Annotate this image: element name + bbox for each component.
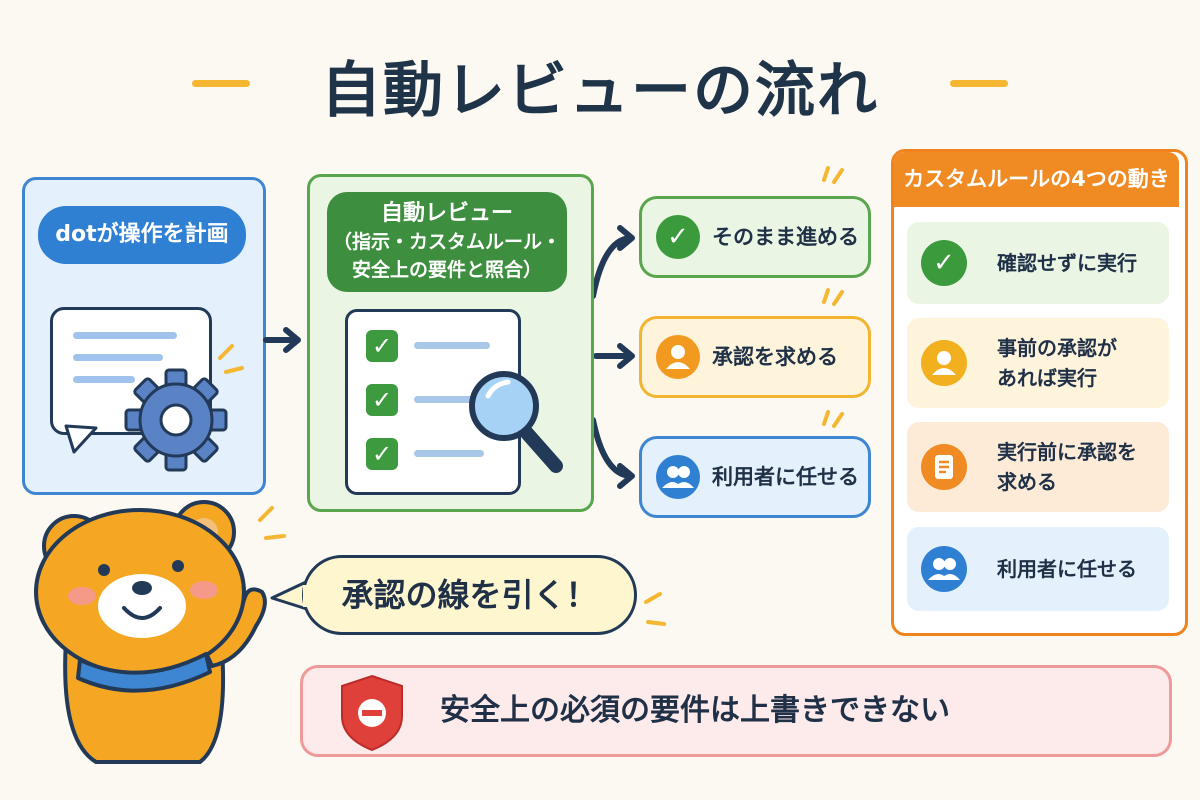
custom-rules-heading: カスタムルールの4つの動き	[894, 152, 1179, 207]
speech-bubble: 承認の線を引く！	[302, 555, 637, 635]
bubble-line	[73, 376, 135, 383]
bear-muzzle	[98, 574, 186, 638]
bubble-line	[73, 354, 163, 361]
warning-banner	[300, 665, 1172, 757]
rule-label-line: 求める	[997, 470, 1057, 494]
review-label: 自動レビュー （指示・カスタムルール・ 安全上の要件と照合）	[327, 192, 567, 292]
review-detail-1: （指示・カスタムルール・	[332, 231, 561, 253]
title-dash-right	[950, 80, 1008, 87]
bear-mouth	[122, 606, 162, 620]
rule-ask-before-run: 実行前に承認を 求める	[907, 422, 1169, 512]
person-icon	[921, 340, 967, 386]
bubble-tail	[64, 424, 98, 454]
sparkle-icon	[218, 166, 844, 626]
check-icon: ✓	[921, 240, 967, 286]
outcome-label: 利用者に任せる	[712, 465, 859, 489]
rule-run-if-preapproved: 事前の承認が あれば実行	[907, 318, 1169, 408]
bear-eye	[98, 564, 110, 576]
bear-eye	[172, 560, 184, 572]
shield-icon	[341, 674, 403, 752]
outcome-proceed: ✓ そのまま進める	[639, 196, 871, 278]
list-line	[414, 396, 478, 403]
rule-label: 事前の承認が あれば実行	[997, 333, 1117, 393]
rule-label: 利用者に任せる	[997, 557, 1137, 581]
rule-label-line: 事前の承認が	[997, 336, 1117, 360]
check-icon: ✓	[366, 384, 398, 416]
outcome-label: 承認を求める	[712, 345, 838, 369]
bubble-line	[73, 332, 177, 339]
list-line	[414, 450, 484, 457]
rule-label-line: あれば実行	[997, 366, 1097, 390]
users-icon	[921, 546, 967, 592]
rule-label: 実行前に承認を 求める	[997, 437, 1137, 497]
person-icon	[656, 335, 700, 379]
arrow-right-icon	[263, 327, 301, 353]
review-detail-2: 安全上の要件と照合）	[351, 259, 542, 281]
outcome-request-approval: 承認を求める	[639, 316, 871, 398]
document-icon	[921, 444, 967, 490]
title-dash-left	[192, 80, 250, 87]
rule-run-without-confirm: ✓ 確認せずに実行	[907, 222, 1169, 304]
bear-nose	[132, 581, 152, 595]
bear-cheek	[190, 581, 218, 599]
bear-cheek	[68, 587, 96, 605]
outcome-label: そのまま進める	[712, 225, 859, 249]
outcome-defer-to-user: 利用者に任せる	[639, 436, 871, 518]
magnifier-icon	[469, 371, 563, 473]
review-title: 自動レビュー	[380, 201, 513, 226]
gear-icon	[124, 368, 228, 472]
rule-label-line: 実行前に承認を	[997, 440, 1137, 464]
check-icon: ✓	[366, 438, 398, 470]
rule-defer-to-user: 利用者に任せる	[907, 527, 1169, 611]
check-icon: ✓	[656, 215, 700, 259]
check-icon: ✓	[366, 330, 398, 362]
rule-label: 確認せずに実行	[997, 251, 1137, 275]
page-title: 自動レビューの流れ	[321, 56, 879, 126]
plan-label: dotが操作を計画	[38, 206, 246, 264]
warning-text: 安全上の必須の要件は上書きできない	[440, 693, 950, 728]
branch-arrows-icon	[590, 225, 635, 489]
list-line	[414, 342, 490, 349]
users-icon	[656, 455, 700, 499]
